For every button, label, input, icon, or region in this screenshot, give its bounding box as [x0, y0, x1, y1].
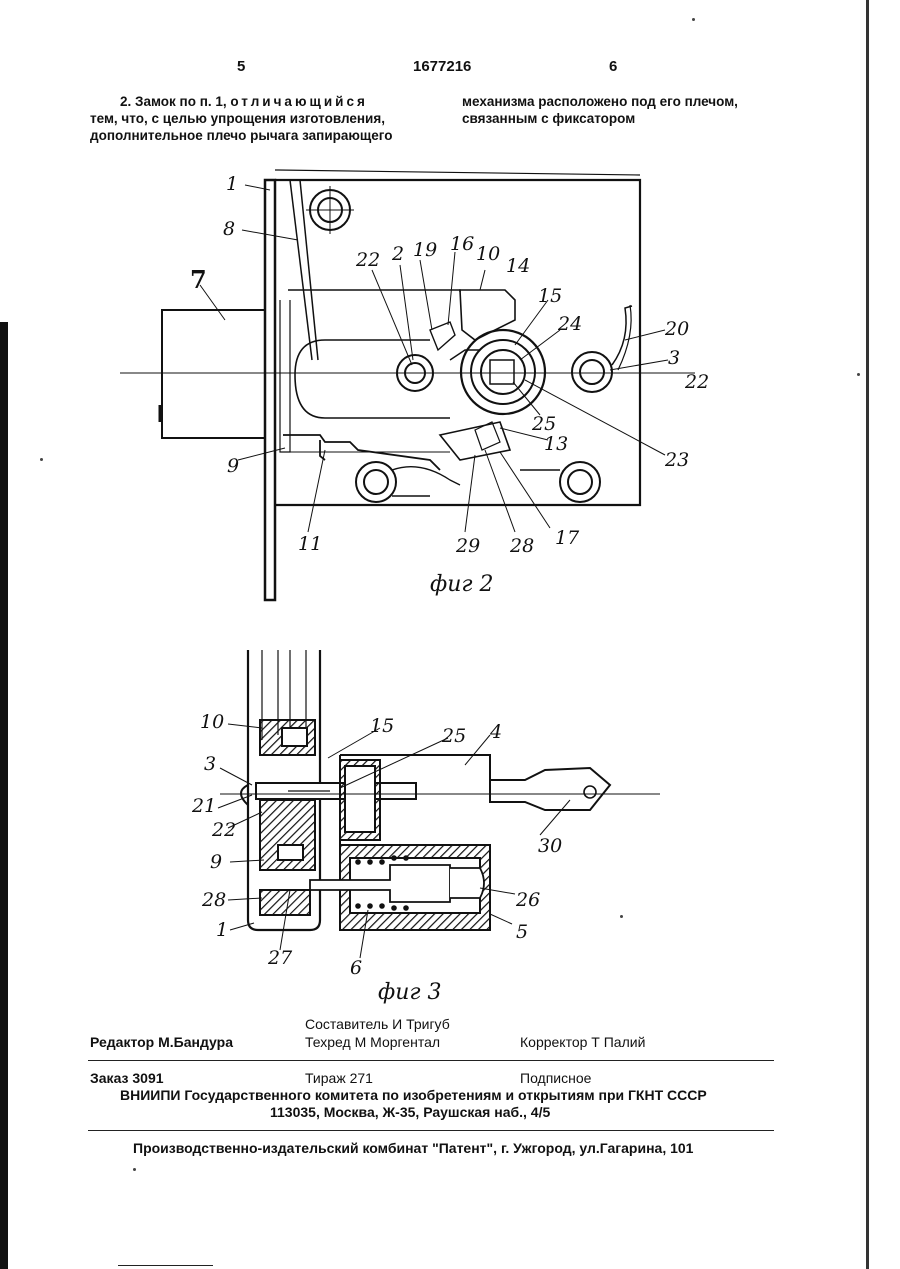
figure-3-caption: фиг 3: [378, 980, 442, 1005]
imprint-subscription: Подписное: [520, 1070, 591, 1086]
fig3-label: 26: [515, 889, 540, 911]
fig3-label: 25: [441, 725, 466, 747]
scan-margin-bar: [0, 322, 8, 1269]
fig2-label: 10: [476, 243, 500, 265]
fig2-label: 29: [455, 535, 480, 557]
fig3-label: 21: [191, 795, 216, 817]
scan-speck: [857, 373, 860, 376]
fig2-label: 14: [506, 255, 530, 277]
scan-speck: [133, 1168, 136, 1171]
imprint-organization: ВНИИПИ Государственного комитета по изоб…: [120, 1087, 707, 1103]
fig2-label: 23: [664, 449, 689, 471]
fig2-label: 25: [531, 413, 556, 435]
fig3-label: 4: [489, 721, 502, 743]
fig3-label: 22: [211, 819, 236, 841]
fig3-label: 10: [200, 711, 224, 733]
fig2-label: 22: [355, 249, 380, 271]
imprint-rule-bottom: [88, 1130, 774, 1131]
page-number-left: 5: [237, 58, 245, 75]
imprint-techred: Техред М Моргентал: [305, 1034, 440, 1050]
fig2-label: 7: [190, 265, 207, 294]
claim-line-3: дополнительное плечо рычага запирающего: [90, 127, 423, 144]
figure-2-caption: фиг 2: [430, 572, 494, 597]
claim-left-column: 2. Замок по п. 1, отличающийся тем, что,…: [90, 93, 423, 144]
fig3-label: 3: [204, 753, 216, 775]
imprint-publisher: Производственно-издательский комбинат "П…: [133, 1140, 693, 1156]
fig2-label: 24: [557, 313, 582, 335]
figure-3-drawing: 10 15 25 4 3 21 22 9 28 1 27 6 30 26 5: [190, 640, 670, 985]
fig2-label: 15: [538, 285, 562, 307]
fig2-label: 17: [555, 527, 580, 549]
fig2-label: 11: [298, 533, 322, 555]
fig2-label: 16: [450, 233, 474, 255]
fig3-label: 28: [201, 889, 226, 911]
imprint-compiler: Составитель И Тригуб: [305, 1016, 450, 1032]
imprint-corrector: Корректор Т Палий: [520, 1034, 645, 1050]
imprint-editor: Редактор М.Бандура: [90, 1034, 233, 1050]
fig3-label: 30: [538, 835, 562, 857]
claim-line-1: 2. Замок по п. 1, отличающийся: [90, 93, 423, 110]
scan-speck: [40, 458, 43, 461]
fig3-label: 1: [216, 919, 228, 941]
scan-speck: [692, 18, 695, 21]
fig2-label: 8: [223, 218, 235, 240]
patent-number: 1677216: [413, 58, 471, 75]
figure-2-drawing: 1 8 7 22 2 19 16 10 14 15 24 20 3 22 25 …: [120, 160, 730, 605]
fig2-label: 3: [668, 347, 680, 369]
fig2-label: 2: [391, 243, 404, 265]
fig3-label: 6: [350, 957, 362, 979]
imprint-circulation: Тираж 271: [305, 1070, 373, 1086]
fig3-label: 9: [210, 851, 222, 873]
fig3-label: 27: [267, 947, 293, 969]
page-number-right: 6: [609, 58, 617, 75]
imprint-address: 113035, Москва, Ж-35, Раушская наб., 4/5: [270, 1104, 550, 1120]
fig2-label: 28: [509, 535, 534, 557]
bottom-mark: [118, 1265, 213, 1266]
fig2-label: 1: [226, 173, 238, 195]
scan-right-edge: [866, 0, 869, 1269]
claim-right-column: механизма расположено под его плечом, св…: [462, 93, 792, 127]
fig2-label: 20: [664, 318, 689, 340]
imprint-rule-top: [88, 1060, 774, 1061]
imprint-order: Заказ 3091: [90, 1070, 164, 1086]
fig3-label: 5: [516, 921, 528, 943]
claim-line-2: тем, что, с целью упрощения изготовления…: [90, 110, 423, 127]
fig3-label: 15: [370, 715, 394, 737]
fig2-label: 22: [684, 371, 709, 393]
claim-number: 2. Замок по п. 1,: [120, 94, 227, 109]
claim-line-5: связанным с фиксатором: [462, 110, 792, 127]
fig2-label: 13: [544, 433, 568, 455]
claim-distinguishing-word: отличающийся: [230, 94, 367, 109]
claim-line-4: механизма расположено под его плечом,: [462, 93, 792, 110]
fig2-label: 9: [227, 455, 239, 477]
fig2-label: 19: [413, 239, 437, 261]
